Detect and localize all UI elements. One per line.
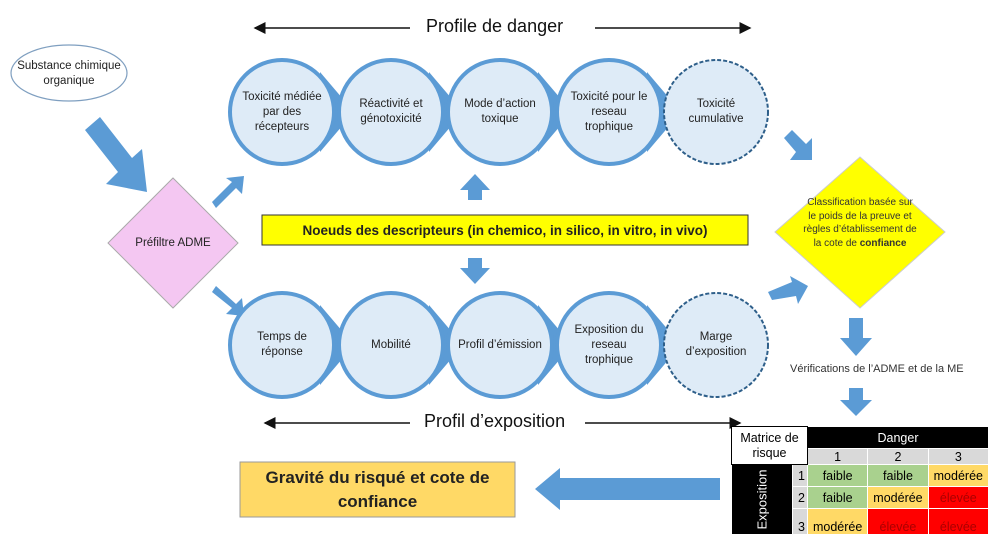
exposure-node (555, 291, 663, 399)
prefilter-label: Préfiltre ADME (135, 236, 211, 249)
matrix-col-header: 1 (806, 448, 869, 465)
danger-node (555, 58, 663, 166)
danger-node-label: Toxicité médiée par des récepteurs (242, 90, 322, 133)
classification-bold: confiance (859, 237, 907, 249)
exposure-node-label: Profil d’émission (458, 338, 542, 351)
matrix-col-header: 3 (927, 448, 990, 465)
matrix-cell: modérée (806, 508, 869, 535)
matrix-cell: modérée (867, 486, 929, 509)
matrix-row-header: 2 (791, 486, 808, 509)
matrix-cell: élevée (927, 486, 990, 509)
substance-ellipse (10, 44, 128, 102)
classification-label: Classification basée sur le poids de la … (802, 190, 918, 280)
exposure-title: Profil d’exposition (418, 411, 572, 432)
danger-node (663, 59, 769, 165)
matrix-exposition-cell: Exposition (731, 464, 793, 535)
matrix-danger-header: Danger (806, 426, 990, 449)
result-label: Gravité du risqué et cote de confiance (265, 467, 490, 511)
descriptors-box (261, 214, 749, 246)
matrix-exposition-header: Exposition (754, 469, 770, 530)
verification-label: Vérifications de l’ADME et de la ME (790, 363, 964, 375)
danger-node (228, 58, 336, 166)
matrix-row-header: 3 (791, 508, 808, 535)
matrix-cell: modérée (927, 464, 990, 487)
block-arrows (85, 117, 872, 510)
matrix-title: Matrice de risque (731, 426, 808, 465)
descriptors-label: Noeuds des descripteurs (in chemico, in … (302, 222, 708, 238)
risk-matrix: Matrice de risque Danger 1 2 3 Expositio… (731, 426, 990, 535)
exposure-node-label: Exposition du reseau trophique (574, 323, 644, 366)
danger-node-label: Mode d’action toxique (464, 98, 536, 125)
exposure-node-label: Marge d’exposition (685, 331, 747, 358)
prefilter-diamond (107, 177, 239, 309)
exposure-node-label: Mobilité (371, 338, 411, 351)
matrix-row-header: 1 (791, 464, 808, 487)
danger-title: Profile de danger (420, 16, 570, 37)
matrix-cell: faible (806, 464, 869, 487)
matrix-cell: faible (867, 464, 929, 487)
classification-diamond (774, 156, 946, 309)
matrix-cell: élevée (927, 508, 990, 535)
danger-node (337, 58, 445, 166)
exposure-node (337, 291, 445, 399)
exposure-node (446, 291, 554, 399)
exposure-node (228, 291, 336, 399)
matrix-cell: élevée (867, 508, 929, 535)
danger-node-label: Toxicité pour le reseau trophique (570, 90, 648, 133)
exposure-node (663, 292, 769, 398)
danger-node (446, 58, 554, 166)
substance-label: Substance chimique organique (17, 60, 121, 87)
matrix-cell: faible (806, 486, 869, 509)
result-box (239, 461, 516, 518)
danger-node-label: Réactivité et génotoxicité (359, 98, 423, 125)
matrix-col-header: 2 (867, 448, 929, 465)
classification-text: Classification basée sur le poids de la … (803, 197, 917, 249)
danger-node-label: Toxicité cumulative (688, 98, 744, 125)
exposure-node-label: Temps de réponse (257, 331, 307, 358)
